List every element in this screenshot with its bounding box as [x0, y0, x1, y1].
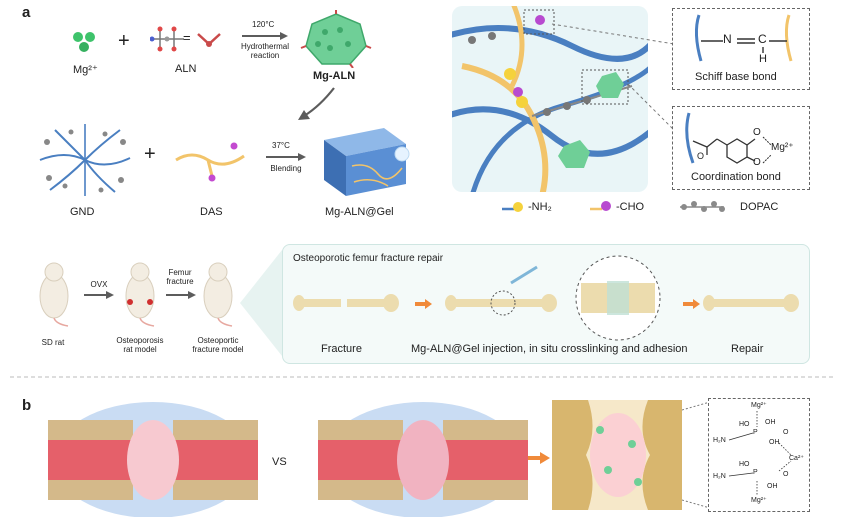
chem-p-2: P: [753, 469, 758, 476]
fracture-repair-panel: Osteoporotic femur fracture repair Fract…: [282, 244, 810, 364]
mg-aln-particle-icon: [300, 10, 372, 68]
curved-arrow-down: [298, 87, 335, 120]
chem-ca: Ca²⁺: [789, 455, 804, 462]
chem-ho-1: HO: [739, 421, 750, 428]
schiff-h-atom: H: [759, 53, 767, 65]
bone-regeneration-closeup: [552, 400, 682, 510]
coordination-structure: [685, 112, 772, 164]
injected-femur-icon: [445, 265, 557, 316]
crosslink-network-illustration: [452, 6, 648, 192]
chem-nh2-2: H₂N: [713, 473, 726, 480]
sd-rat-label: SD rat: [41, 338, 65, 347]
schiff-base-structure: [694, 14, 793, 62]
schiff-n-atom: N: [723, 32, 732, 46]
panel-divider: [10, 376, 836, 378]
ovx-arrow: [84, 291, 114, 299]
chem-oh-3: OH: [767, 483, 778, 490]
hydrothermal-label: Hydrothermal: [240, 42, 289, 51]
fracture-label: Fracture: [321, 343, 362, 355]
mg-label: Mg²⁺: [73, 64, 98, 76]
alendronate-chelation-box: Mg²⁺ H₂N P OH HO OH O Ca²⁺ H₂N P HO OH O…: [708, 398, 810, 512]
fracture-model-label-1: Osteoportic: [197, 336, 239, 345]
femur-fracture-arrow: [166, 291, 196, 299]
panel-a-letter: a: [22, 4, 31, 21]
closeup-connector-lines: [682, 401, 711, 509]
reaction-label: reaction: [250, 51, 280, 60]
plus-sign-2: +: [144, 143, 156, 165]
nh2-legend-icon: [502, 202, 523, 212]
temp-120-label: 120°C: [252, 20, 275, 29]
osteoporosis-label-2: rat model: [123, 345, 157, 354]
blending-label: Blending: [270, 164, 302, 173]
schiff-base-bond-label: Schiff base bond: [695, 71, 777, 83]
reaction-arrow-2: [266, 153, 306, 161]
orange-arrow-b: [528, 452, 550, 464]
sd-rat-icon: [39, 262, 69, 327]
chem-oh-1: OH: [765, 419, 776, 426]
reaction-arrow-1: [242, 32, 288, 40]
dopac-legend-label: DOPAC: [740, 201, 779, 213]
vs-label: VS: [272, 456, 287, 468]
cho-legend-icon: [590, 201, 611, 211]
panel-b-letter: b: [22, 397, 32, 414]
adhesion-zoom-circle: [575, 255, 661, 341]
chem-ho-2: HO: [739, 461, 750, 468]
repair-label: Repair: [731, 343, 764, 355]
coord-o-label-ketone: O: [697, 151, 705, 161]
mg-ion-icon: [73, 32, 95, 52]
gnd-network-icon: [39, 124, 131, 196]
coord-o-label-top: O: [753, 127, 761, 138]
fractured-femur-icon: [293, 294, 399, 312]
osteoporosis-rat-icon: [125, 262, 155, 327]
das-label: DAS: [200, 206, 223, 218]
aln-molecule-icon: [150, 26, 184, 52]
hydrogel-block-icon: [324, 128, 410, 196]
chem-o-2: O: [783, 471, 789, 478]
callout-funnel: [240, 250, 282, 356]
das-chain-icon: [175, 142, 245, 182]
temp-37-label: 37°C: [272, 141, 290, 150]
untreated-bone-gel-illustration: [48, 402, 258, 517]
ovx-label: OVX: [90, 280, 108, 289]
chem-oh-2: OH: [769, 439, 780, 446]
dopac-legend-icon: [680, 201, 725, 212]
schiff-base-bond-box: N C H Schiff base bond: [672, 8, 810, 90]
gnd-label: GND: [70, 206, 95, 218]
mg-aln-label: Mg-ALN: [313, 70, 356, 82]
chem-nh2-1: H₂N: [713, 437, 726, 444]
repair-panel-title: Osteoporotic femur fracture repair: [293, 253, 444, 264]
nh2-legend-label: -NH₂: [528, 201, 552, 213]
equals-sign: =: [183, 30, 191, 45]
injection-label: Mg-ALN@Gel injection, in situ crosslinki…: [411, 343, 688, 355]
coordination-bond-label: Coordination bond: [691, 171, 781, 183]
mg-aln-gel-label: Mg-ALN@Gel: [325, 206, 394, 218]
fracture-model-rat-icon: [203, 262, 233, 327]
zoom-connector-lines: [551, 23, 675, 131]
fracture-model-label-2: fracture model: [192, 345, 244, 354]
aln-simplified-icon: [197, 33, 221, 47]
treated-bone-gel-illustration: [318, 402, 528, 517]
repaired-femur-icon: [703, 294, 799, 312]
chem-mg-top: Mg²⁺: [751, 402, 767, 409]
orange-arrow-1: [415, 299, 432, 309]
coord-mg-label: Mg²⁺: [771, 142, 794, 153]
aln-label: ALN: [175, 63, 197, 75]
orange-arrow-2: [683, 299, 700, 309]
schiff-c-atom: C: [758, 32, 767, 46]
network-zoom-view: [452, 6, 648, 192]
femur-label-2: fracture: [166, 277, 194, 286]
chelation-bonds: [728, 411, 792, 495]
coord-o-label-bottom: O: [753, 157, 761, 168]
chem-p-1: P: [753, 429, 758, 436]
cho-legend-label: -CHO: [616, 201, 645, 213]
coordination-bond-box: O O O Mg²⁺ Coordination bond: [672, 106, 810, 190]
chem-mg-bottom: Mg²⁺: [751, 497, 767, 504]
chem-o-1: O: [783, 429, 789, 436]
femur-label-1: Femur: [168, 268, 192, 277]
osteoporosis-label-1: Osteoporosis: [116, 336, 164, 345]
plus-sign-1: +: [118, 30, 130, 52]
